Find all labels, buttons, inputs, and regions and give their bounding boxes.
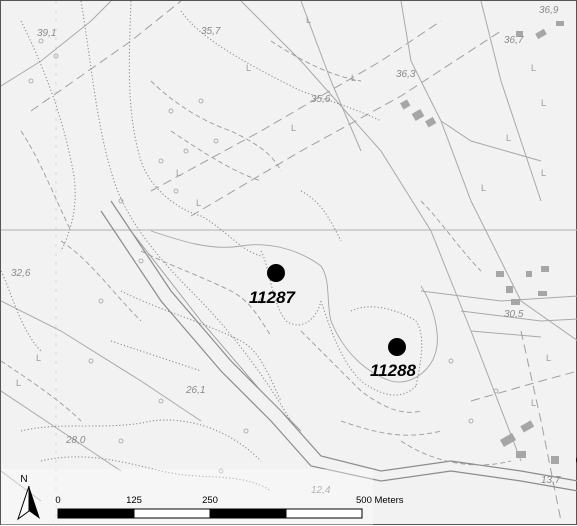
svg-text:L: L	[36, 353, 41, 363]
svg-text:L: L	[351, 73, 356, 83]
svg-text:L: L	[531, 63, 536, 73]
svg-text:L: L	[16, 378, 21, 388]
scale-segment-1	[58, 509, 134, 518]
svg-text:36,9: 36,9	[539, 5, 559, 16]
scale-segment-2	[133, 508, 211, 519]
main-road	[100, 200, 577, 492]
buildings	[400, 21, 564, 464]
scale-tick-250: 250	[202, 495, 218, 506]
svg-text:L: L	[196, 198, 201, 208]
scale-segment-4	[285, 508, 363, 519]
scale-bar: 0 125 250 500 Meters	[55, 495, 404, 519]
svg-text:36,3: 36,3	[396, 69, 416, 80]
vegetation-symbols: L L L L L L L L L L L L L L L	[16, 15, 551, 408]
scale-tick-0: 0	[55, 495, 60, 506]
scale-tick-125: 125	[126, 495, 142, 506]
svg-text:L: L	[176, 168, 181, 178]
svg-text:36,7: 36,7	[504, 35, 524, 46]
svg-text:32,6: 32,6	[11, 268, 31, 279]
svg-text:30,5: 30,5	[504, 309, 524, 320]
svg-text:L: L	[246, 63, 251, 73]
site-label: 11287	[249, 288, 297, 307]
scale-segment-3	[210, 509, 286, 518]
svg-text:13,7: 13,7	[541, 475, 561, 486]
tree-symbols	[28, 38, 499, 474]
svg-text:39,1: 39,1	[37, 28, 56, 39]
site-marker[interactable]	[388, 338, 406, 356]
svg-text:12,4: 12,4	[311, 485, 331, 496]
svg-text:L: L	[531, 398, 536, 408]
elevation-labels: 39,1 35,7 35,6 36,3 36,7 36,9 32,6 30,5 …	[11, 5, 561, 496]
svg-text:L: L	[291, 123, 296, 133]
svg-text:26,1: 26,1	[185, 385, 205, 396]
contour-lines	[1, 40, 512, 466]
svg-text:L: L	[506, 133, 511, 143]
svg-text:L: L	[541, 168, 546, 178]
site-11288[interactable]: 11288	[370, 338, 417, 380]
svg-text:L: L	[541, 98, 546, 108]
svg-text:L: L	[306, 15, 311, 25]
svg-text:L: L	[481, 183, 486, 193]
north-arrow-icon: N	[17, 474, 40, 521]
svg-text:28,0: 28,0	[65, 435, 86, 446]
svg-text:N: N	[20, 474, 27, 485]
svg-text:35,7: 35,7	[201, 26, 221, 37]
escarpment-hachures	[1, 1, 423, 492]
site-label: 11288	[370, 361, 417, 380]
site-11287[interactable]: 11287	[249, 264, 297, 307]
site-marker[interactable]	[267, 264, 285, 282]
svg-text:L: L	[546, 353, 551, 363]
scale-tick-500: 500 Meters	[356, 495, 404, 506]
svg-text:35,6: 35,6	[311, 94, 331, 105]
